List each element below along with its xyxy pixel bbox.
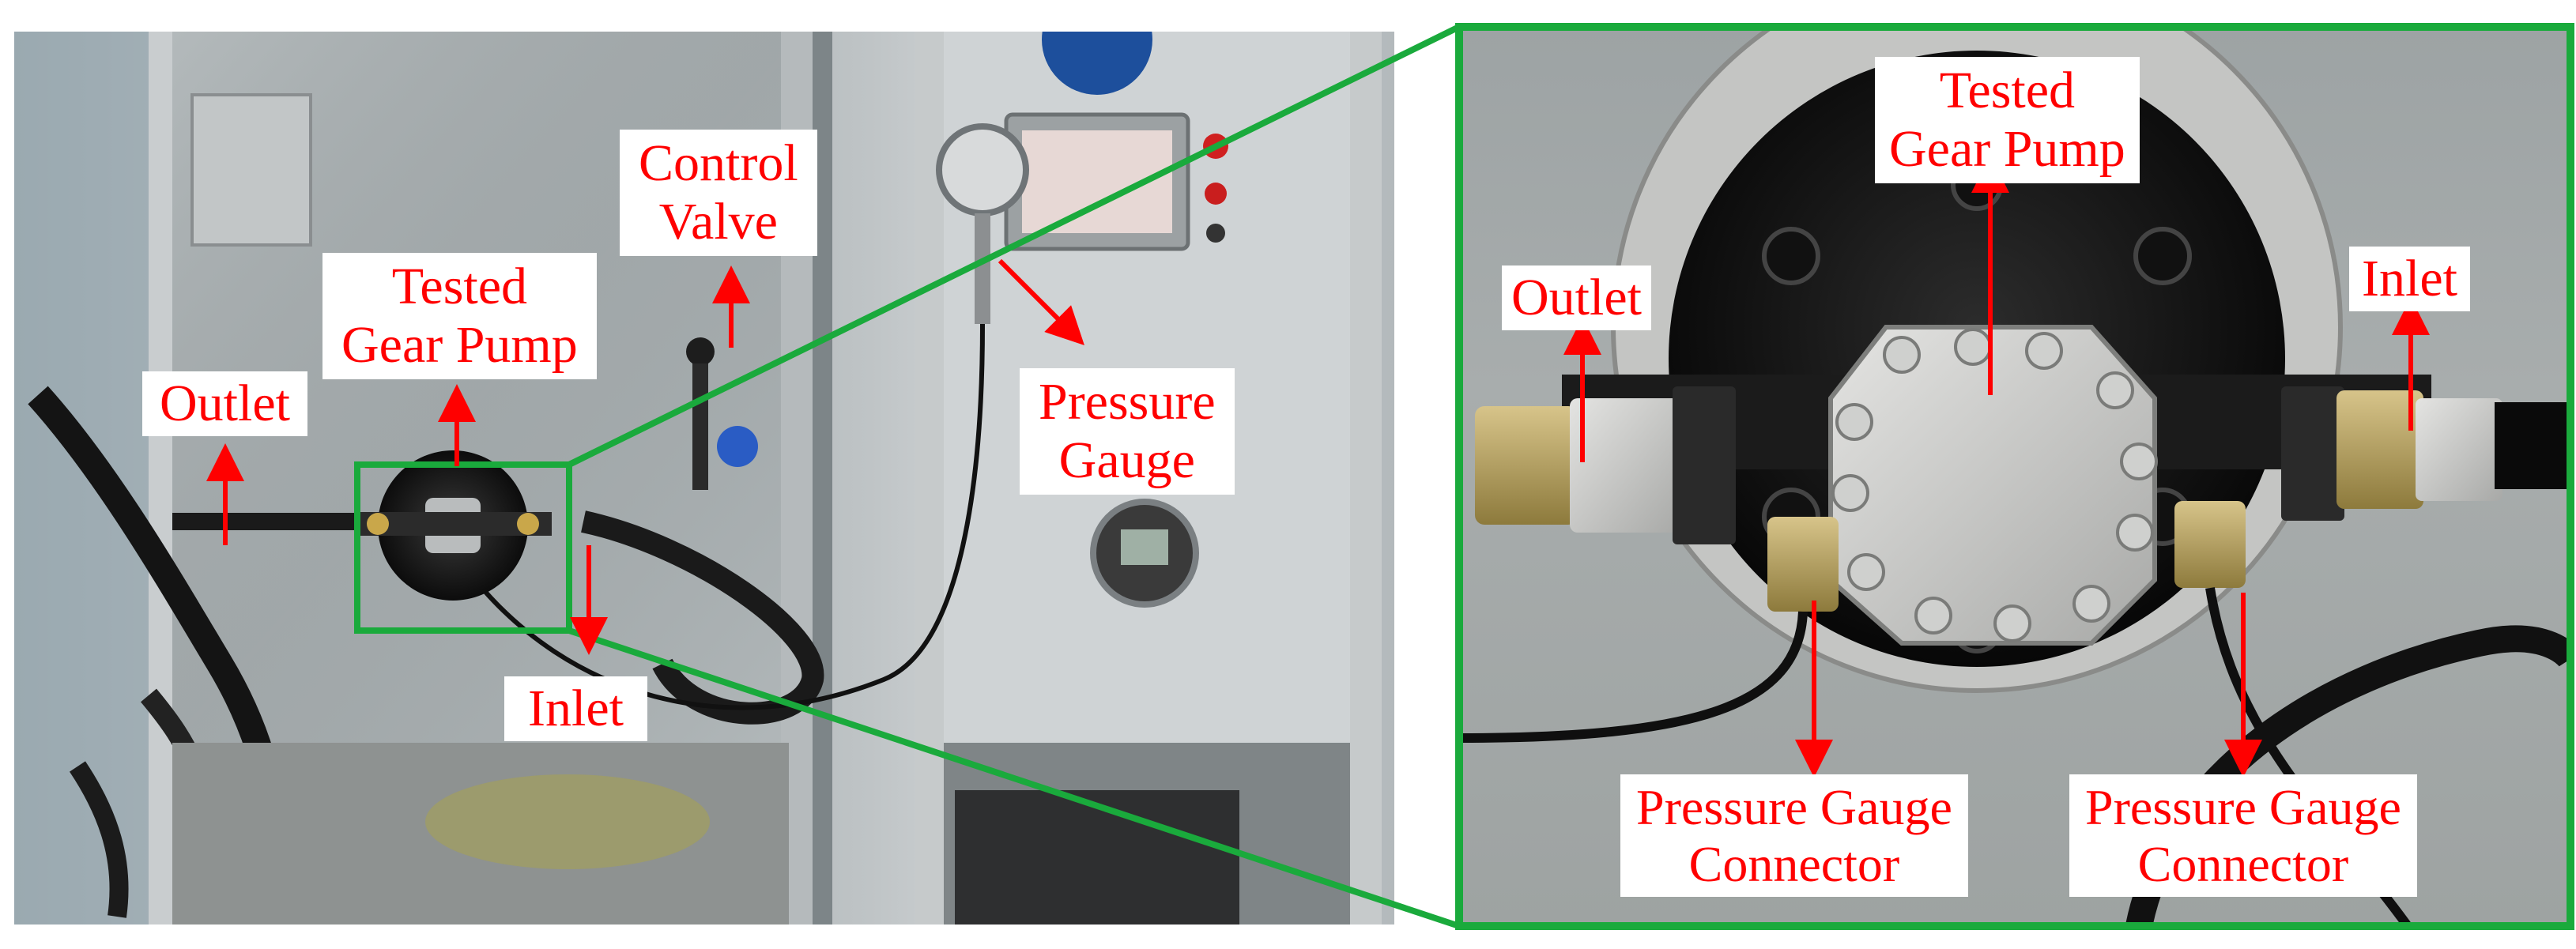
closeup-label-connector-right: Pressure Gauge Connector xyxy=(2069,774,2417,898)
label-tested-gear-pump: Tested Gear Pump xyxy=(322,253,597,379)
closeup-label-inlet-text: Inlet xyxy=(2362,250,2457,307)
label-control-valve-line1: Control xyxy=(639,134,798,192)
gear-pump-closeup-scene xyxy=(1459,27,2570,926)
zoom-connector-top xyxy=(568,24,1461,468)
zoom-connector-bottom xyxy=(568,627,1461,929)
label-outlet: Outlet xyxy=(142,371,307,436)
closeup-label-connector-right-line2: Connector xyxy=(2137,835,2349,892)
closeup-label-outlet-text: Outlet xyxy=(1511,269,1642,326)
closeup-label-tested-gear-pump-line2: Gear Pump xyxy=(1889,119,2125,178)
label-tested-gear-pump-line1: Tested xyxy=(391,258,528,315)
label-inlet-text: Inlet xyxy=(528,680,624,737)
pressure-connector-left xyxy=(1767,517,1839,612)
label-pressure-gauge-line2: Gauge xyxy=(1058,431,1195,489)
closeup-label-connector-right-line1: Pressure Gauge xyxy=(2085,779,2401,835)
label-control-valve-line2: Valve xyxy=(658,192,778,250)
label-tested-gear-pump-line2: Gear Pump xyxy=(341,315,578,374)
label-outlet-text: Outlet xyxy=(160,375,290,432)
closeup-label-connector-left: Pressure Gauge Connector xyxy=(1620,774,1968,898)
outlet-fitting xyxy=(1475,406,1578,525)
pump-cover xyxy=(1828,325,2157,646)
zoom-target-box xyxy=(1455,23,2574,930)
status-sign xyxy=(1042,32,1152,95)
closeup-label-tested-gear-pump-line1: Tested xyxy=(1939,62,2076,119)
pressure-connector-right xyxy=(2174,501,2246,588)
label-control-valve: Control Valve xyxy=(620,130,817,256)
arrow-diagonal-icon xyxy=(998,258,1084,345)
closeup-label-connector-left-line2: Connector xyxy=(1688,835,1900,892)
inlet-fitting xyxy=(2337,390,2423,509)
control-valve-handwheel xyxy=(717,426,758,467)
label-pressure-gauge-line1: Pressure xyxy=(1039,373,1216,431)
zoom-source-box xyxy=(354,461,572,634)
closeup-label-tested-gear-pump: Tested Gear Pump xyxy=(1875,57,2140,183)
label-inlet: Inlet xyxy=(504,676,647,741)
closeup-label-connector-left-line1: Pressure Gauge xyxy=(1636,779,1952,835)
closeup-label-inlet: Inlet xyxy=(2349,247,2470,311)
junction-box xyxy=(190,93,312,247)
label-pressure-gauge: Pressure Gauge xyxy=(1020,368,1235,495)
closeup-label-outlet: Outlet xyxy=(1502,265,1651,330)
